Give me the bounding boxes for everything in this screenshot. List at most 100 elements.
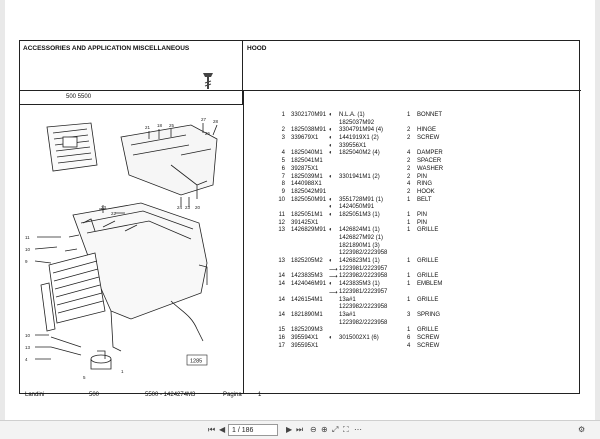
part-number: 1825050M91 [291,196,327,203]
svg-text:20: 20 [195,205,201,210]
svg-text:28: 28 [213,119,219,124]
svg-text:1285: 1285 [190,359,202,365]
item-number: 14 [278,296,285,303]
reference-icon: ◐ [329,142,333,149]
quantity: 2 [407,188,411,195]
item-number: 14 [278,311,285,318]
quantity: 2 [407,173,411,180]
front-grille-drawing [40,252,106,332]
item-number: 6 [281,165,285,172]
model-range-bar: 500 5500 [20,91,243,105]
parts-row: ⟶1223981/2223957 [277,266,577,274]
page-number-input[interactable]: 1 / 186 [228,424,278,436]
svg-text:23: 23 [185,205,191,210]
reference-icon: ◐ [329,112,333,118]
part-number: 1426154M1 [291,296,323,303]
svg-text:21: 21 [145,125,151,130]
replacement-part: 1426824M1 (1) [339,227,380,234]
replacement-part: 1426823M1 (1) [339,258,380,265]
quantity: 2 [407,127,411,134]
item-number: 14 [278,273,285,280]
description: DAMPER [417,150,443,157]
svg-text:27: 27 [201,117,207,122]
description: SPRING [417,311,441,318]
description: EMBLEM [417,281,443,288]
replacement-part: 1424050M91 [339,204,375,211]
group-header: HOOD [243,41,581,91]
quantity: 2 [407,165,411,172]
catalog-frame: ACCESSORIES AND APPLICATION MISCELLANEOU… [19,40,581,394]
reference-icon: ◐ [329,281,333,288]
part-number: 1426829M91 [291,227,327,234]
part-number: 339679X1 [291,135,319,142]
quantity: 1 [407,211,411,218]
description: WASHER [417,165,444,172]
svg-text:10: 10 [25,333,31,338]
part-number: 1825051M1 [291,211,323,218]
item-number: 9 [281,188,285,195]
part-number: 1825042M91 [291,188,327,195]
part-number: 1424046M91 [291,281,327,288]
description: GRILLE [417,273,439,280]
first-page-icon[interactable]: ⏮ [208,425,216,434]
quantity: 3 [407,311,411,318]
reference-icon: ⟶ [329,266,338,273]
svg-text:10: 10 [25,247,31,252]
replacement-part: 1223982/2223958 [339,304,388,311]
quantity: 2 [407,158,411,165]
part-number: 1423835M3 [291,273,323,280]
reference-icon: ◐ [329,173,333,180]
item-number: 13 [278,227,285,234]
quantity: 1 [407,273,411,280]
settings-icon[interactable]: ⚙ [578,425,586,434]
description: GRILLE [417,327,439,334]
footer-series: 500 [89,392,100,398]
fullscreen-icon[interactable]: ⛶ [343,425,349,434]
part-number: 1825038M91 [291,127,327,134]
description: SCREW [417,342,440,349]
last-page-icon[interactable]: ⏭ [296,425,304,434]
replacement-part: N.L.A. (1) [339,112,365,118]
replacement-part: 1825051M3 (1) [339,211,380,218]
svg-text:1: 1 [121,369,124,374]
diagram-ref-box: 1285 [186,354,208,366]
item-number: 13 [278,258,285,265]
quantity: 6 [407,334,411,341]
description: HOOK [417,188,435,195]
part-number: 395594X1 [291,334,319,341]
part-number: 1821890M1 [291,311,323,318]
item-number: 15 [278,327,285,334]
item-number: 3 [281,135,285,142]
next-page-icon[interactable]: ▶ [286,425,293,434]
svg-text:22: 22 [111,211,117,216]
svg-text:9: 9 [25,259,28,264]
bonnet-side-drawing [120,124,218,199]
description: SPACER [417,158,442,165]
zoom-out-icon[interactable]: ⊖ [310,425,317,434]
prev-page-icon[interactable]: ◀ [219,425,226,434]
quantity: 1 [407,227,411,234]
quantity: 1 [407,196,411,203]
reference-icon: ◐ [329,204,333,211]
item-number: 10 [278,196,285,203]
item-number: 11 [278,211,285,218]
quantity: 1 [407,258,411,265]
fit-page-icon[interactable]: ⤢ [332,425,339,434]
replacement-part: 1825037M92 [339,119,375,126]
replacement-part: 3551728M91 (1) [339,196,384,203]
replacement-part: 1423835M3 (1) [339,281,380,288]
more-icon[interactable]: ⋯ [354,425,362,434]
replacement-part: 1441919X1 (2) [339,135,379,142]
zoom-in-icon[interactable]: ⊕ [321,425,328,434]
svg-text:26: 26 [205,131,211,136]
model-range: 500 5500 [66,94,92,100]
reference-icon: ◐ [329,211,333,218]
